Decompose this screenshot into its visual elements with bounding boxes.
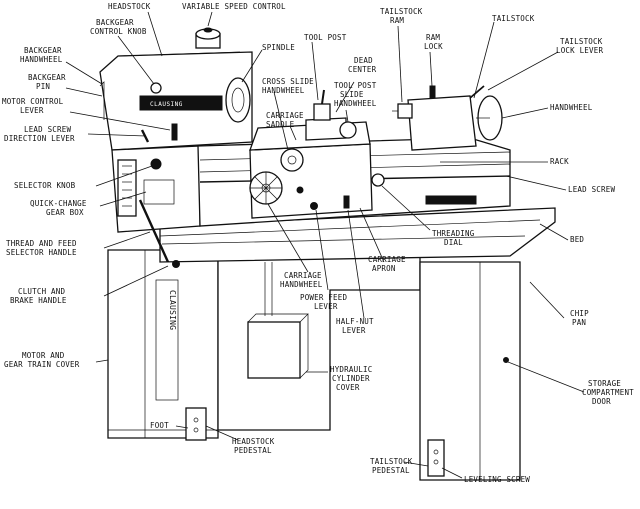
label-hydraulic-3: COVER: [336, 383, 360, 392]
label-carriage-saddle-1: CARRIAGE: [266, 111, 304, 120]
label-motor-control-2: LEVER: [20, 106, 44, 115]
power-feed-lever: [310, 202, 318, 210]
ram-lock: [429, 85, 436, 99]
label-power-feed-2: LEVER: [314, 302, 338, 311]
label-lead-screw: LEAD SCREW: [568, 185, 615, 194]
label-headstock: HEADSTOCK: [108, 2, 151, 11]
label-tailstock-ram-2: RAM: [390, 16, 404, 25]
label-dead-center-1: DEAD: [354, 56, 373, 65]
label-backgear-pin-2: PIN: [36, 82, 50, 91]
tailstock-lock-lever: [469, 85, 485, 99]
pedestal-brand: CLAUSING: [168, 290, 177, 330]
threading-dial: [371, 173, 385, 187]
backgear-control-knob: [150, 82, 162, 94]
headstock-pedestal: CLAUSING: [107, 249, 219, 439]
label-headstock-pedestal-2: PEDESTAL: [234, 446, 272, 455]
label-bed: BED: [570, 235, 584, 244]
label-cross-slide-1: CROSS SLIDE: [262, 77, 314, 86]
label-foot: FOOT: [150, 421, 169, 430]
label-leveling-screw: LEVELING SCREW: [464, 475, 530, 484]
label-thread-feed-2: SELECTOR HANDLE: [6, 248, 77, 257]
label-hydraulic-2: CYLINDER: [332, 374, 370, 383]
label-clutch-1: CLUTCH AND: [18, 287, 65, 296]
label-rack: RACK: [550, 157, 569, 166]
label-cross-slide-2: HANDWHEEL: [262, 86, 305, 95]
label-tailstock-ram-1: TAILSTOCK: [380, 7, 423, 16]
label-carriage-handwheel-2: HANDWHEEL: [280, 280, 323, 289]
leveling-screw-pad: [427, 439, 445, 477]
label-lead-screw-dir-2: DIRECTION LEVER: [4, 134, 75, 143]
thread-feed-selector-handle: [138, 199, 170, 263]
label-tailstock-lock-1: TAILSTOCK: [560, 37, 603, 46]
label-carriage-saddle-2: SADDLE: [266, 120, 295, 129]
label-carriage-apron-2: APRON: [372, 264, 396, 273]
callout-lines: [65, 11, 585, 479]
label-tool-post: TOOL POST: [304, 33, 347, 42]
label-power-feed-1: POWER FEED: [300, 293, 347, 302]
label-carriage-apron-1: CARRIAGE: [368, 255, 406, 264]
label-backgear-pin-1: BACKGEAR: [28, 73, 66, 82]
tailstock-nameplate: [425, 195, 477, 205]
label-tailstock-lock-2: LOCK LEVER: [556, 46, 603, 55]
label-handwheel: HANDWHEEL: [550, 103, 593, 112]
label-storage-2: COMPARTMENT: [582, 388, 634, 397]
headstock-brand-plate: [139, 95, 223, 111]
label-motor-cover-2: GEAR TRAIN COVER: [4, 360, 80, 369]
label-motor-cover-1: MOTOR AND: [22, 351, 65, 360]
label-quick-change-1: QUICK-CHANGE: [30, 199, 87, 208]
label-clutch-2: BRAKE HANDLE: [10, 296, 67, 305]
label-spindle: SPINDLE: [262, 43, 295, 52]
foot: [185, 407, 207, 441]
label-tool-post-slide-2: SLIDE: [340, 90, 364, 99]
label-backgear-handwheel-1: BACKGEAR: [24, 46, 62, 55]
label-ram-lock-2: LOCK: [424, 42, 443, 51]
label-tailstock-pedestal-2: PEDESTAL: [372, 466, 410, 475]
label-thread-feed-1: THREAD AND FEED: [6, 239, 77, 248]
label-ram-lock-1: RAM: [426, 33, 440, 42]
label-backgear-handwheel-2: HANDWHEEL: [20, 55, 63, 64]
label-selector-knob: SELECTOR KNOB: [14, 181, 76, 190]
labels: HEADSTOCK VARIABLE SPEED CONTROL BACKGEA…: [2, 2, 634, 484]
label-storage-3: DOOR: [592, 397, 611, 406]
cross-slide-handwheel: [280, 148, 304, 172]
label-half-nut-2: LEVER: [342, 326, 366, 335]
tailstock-pedestal: [419, 261, 521, 481]
label-quick-change-2: GEAR BOX: [46, 208, 84, 217]
headstock-brand: CLAUSING: [150, 101, 183, 108]
label-hydraulic-1: HYDRAULIC: [330, 365, 372, 374]
label-backgear-knob-2: CONTROL KNOB: [90, 27, 147, 36]
label-threading-dial-2: DIAL: [444, 238, 463, 247]
label-carriage-handwheel-1: CARRIAGE: [284, 271, 322, 280]
middle-pedestal-panel: [217, 251, 421, 431]
label-dead-center-2: CENTER: [348, 65, 377, 74]
tool-post-slide-handwheel: [339, 121, 357, 139]
spindle: [225, 77, 251, 123]
half-nut-lever: [343, 195, 350, 209]
tailstock: [392, 85, 503, 151]
hydraulic-cylinder-cover: [247, 321, 301, 379]
headstock: CLAUSING: [99, 27, 253, 151]
label-tool-post-slide-3: HANDWHEEL: [334, 99, 377, 108]
motor-control-lever: [171, 123, 178, 141]
label-chip-pan-1: CHIP: [570, 309, 589, 318]
label-threading-dial-1: THREADING: [432, 229, 475, 238]
label-tool-post-slide-1: TOOL POST: [334, 81, 377, 90]
storage-door-knob: [503, 357, 509, 363]
selector-knob: [150, 158, 162, 170]
label-motor-control-1: MOTOR CONTROL: [2, 97, 64, 106]
label-lead-screw-dir-1: LEAD SCREW: [24, 125, 71, 134]
label-tailstock: TAILSTOCK: [492, 14, 535, 23]
label-half-nut-1: HALF-NUT: [336, 317, 374, 326]
label-tailstock-pedestal-1: TAILSTOCK: [370, 457, 413, 466]
label-variable-speed: VARIABLE SPEED CONTROL: [182, 2, 286, 11]
label-storage-1: STORAGE: [588, 379, 621, 388]
label-headstock-pedestal-1: HEADSTOCK: [232, 437, 275, 446]
tailstock-ram: [397, 103, 413, 119]
label-backgear-knob-1: BACKGEAR: [96, 18, 134, 27]
label-chip-pan-2: PAN: [572, 318, 586, 327]
quick-change-gear-box: [111, 129, 201, 268]
